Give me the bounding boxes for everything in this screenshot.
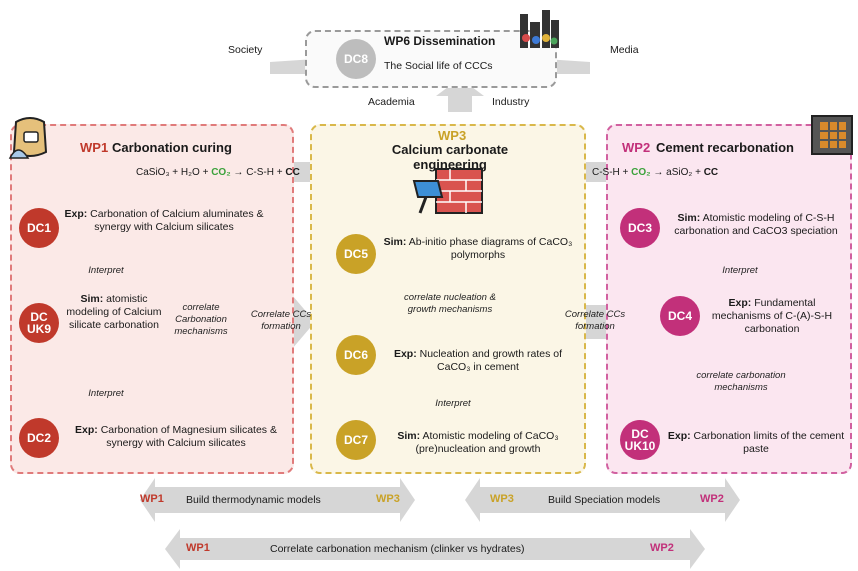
right-cc-label: Correlate CCs formation bbox=[564, 309, 626, 332]
wp6-title: WP6 Dissemination bbox=[384, 34, 496, 48]
dc5-desc: Ab-initio phase diagrams of CaCO₃ polymo… bbox=[408, 236, 573, 261]
dc4-badge: DC4 bbox=[660, 296, 700, 336]
dc3-label: Sim: bbox=[677, 212, 701, 224]
wp1-interpret-1: Interpret bbox=[88, 265, 124, 276]
dc7-label: Sim: bbox=[397, 430, 421, 442]
dc3-badge: DC3 bbox=[620, 208, 660, 248]
society-label: Society bbox=[228, 44, 263, 56]
dc8-badge: DC8 bbox=[336, 39, 376, 79]
bottom3-wp-b: WP2 bbox=[650, 542, 674, 554]
wp1-box bbox=[10, 124, 294, 474]
bottom2-text: Build Speciation models bbox=[548, 494, 661, 506]
bottom3-wp-a: WP1 bbox=[186, 542, 210, 554]
wp1-correlate: correlate Carbonation mechanisms bbox=[174, 302, 228, 337]
dc-uk9-badge: DC UK9 bbox=[19, 303, 59, 343]
dc-uk10-desc: Carbonation limits of the cement paste bbox=[693, 430, 845, 455]
dc3-desc: Atomistic modeling of C-S-H carbonation … bbox=[674, 212, 838, 237]
dc1-label: Exp: bbox=[64, 208, 88, 220]
crowd-icon bbox=[516, 8, 560, 52]
bottom1-wp-b: WP3 bbox=[376, 493, 400, 505]
dc6-desc: Nucleation and growth rates of CaCO₃ in … bbox=[419, 348, 563, 373]
dc6-badge: DC6 bbox=[336, 335, 376, 375]
dc-uk10-badge: DC UK10 bbox=[620, 420, 660, 460]
dc-uk9-badge-1: DC bbox=[30, 310, 48, 324]
dc-uk9-label: Sim: bbox=[80, 293, 104, 305]
dc3-text: Sim: Atomistic modeling of C-S-H carbona… bbox=[664, 212, 848, 238]
bottom2-wp-b: WP2 bbox=[700, 493, 724, 505]
machine-icon bbox=[810, 112, 854, 158]
dc2-text: Exp: Carbonation of Magnesium silicates … bbox=[64, 424, 288, 450]
dc-uk9-text: Sim: atomistic modeling of Calcium silic… bbox=[64, 293, 164, 332]
academia-label: Academia bbox=[368, 96, 415, 108]
dc2-badge: DC2 bbox=[19, 418, 59, 458]
dc-uk10-text: Exp: Carbonation limits of the cement pa… bbox=[664, 430, 848, 456]
wp2-box bbox=[606, 124, 852, 474]
dc7-desc: Atomistic modeling of CaCO₃ (pre)nucleat… bbox=[415, 430, 559, 455]
wp2-id: WP2 bbox=[622, 140, 651, 155]
wp2-title: Cement recarbonation bbox=[656, 140, 794, 155]
bottom1-wp-a: WP1 bbox=[140, 493, 164, 505]
dc4-desc: Fundamental mechanisms of C-(A)-S-H carb… bbox=[711, 297, 833, 335]
dc7-badge: DC7 bbox=[336, 420, 376, 460]
dc5-label: Sim: bbox=[383, 236, 407, 248]
wp1-interpret-2: Interpret bbox=[88, 388, 124, 399]
dc-uk9-badge-2: UK9 bbox=[26, 322, 51, 336]
industry-label: Industry bbox=[492, 96, 530, 108]
dc4-text: Exp: Fundamental mechanisms of C-(A)-S-H… bbox=[700, 297, 844, 336]
wp2-interpret: Interpret bbox=[722, 265, 758, 276]
dc1-badge: DC1 bbox=[19, 208, 59, 248]
dc5-badge: DC5 bbox=[336, 234, 376, 274]
wp3-interpret: Interpret bbox=[435, 398, 471, 409]
wp2-correlate: correlate carbonation mechanisms bbox=[696, 370, 786, 393]
wp3-correlate: correlate nucleation & growth mechanisms bbox=[404, 292, 496, 315]
wp1-title: Carbonation curing bbox=[112, 140, 232, 155]
dc6-label: Exp: bbox=[393, 348, 417, 360]
dc-uk10-badge-1: DC bbox=[631, 427, 649, 441]
dc1-text: Exp: Carbonation of Calcium aluminates &… bbox=[64, 208, 264, 234]
dc-uk10-label: Exp: bbox=[667, 430, 691, 442]
brick-wall-icon bbox=[410, 163, 486, 217]
bottom3-text: Correlate carbonation mechanism (clinker… bbox=[270, 543, 525, 555]
media-label: Media bbox=[610, 44, 639, 56]
dc2-label: Exp: bbox=[75, 424, 98, 436]
wp6-subtitle: The Social life of CCCs bbox=[384, 60, 493, 72]
bottom2-wp-a: WP3 bbox=[490, 493, 514, 505]
dc4-label: Exp: bbox=[728, 297, 752, 309]
bottom-arrow-3 bbox=[165, 529, 705, 569]
bottom-arrow-2 bbox=[465, 478, 740, 522]
bottom1-text: Build thermodynamic models bbox=[186, 494, 321, 506]
dc5-text: Sim: Ab-initio phase diagrams of CaCO₃ p… bbox=[380, 236, 576, 262]
wp3-box bbox=[310, 124, 586, 474]
wp1-equation: CaSiO₃ + H₂O + CO₂ → C-S-H + CC bbox=[136, 167, 300, 178]
dc2-desc: Carbonation of Magnesium silicates & syn… bbox=[100, 424, 277, 449]
wp1-id: WP1 bbox=[80, 140, 109, 155]
cement-bag-icon bbox=[8, 112, 52, 160]
wp3-id: WP3 bbox=[438, 128, 467, 143]
bottom-arrow-1 bbox=[140, 478, 415, 522]
dc-uk9-desc: atomistic modeling of Calcium silicate c… bbox=[66, 293, 162, 331]
dc7-text: Sim: Atomistic modeling of CaCO₃ (pre)nu… bbox=[380, 430, 576, 456]
dc-uk10-badge-2: UK10 bbox=[624, 439, 656, 453]
academia-industry-arrow bbox=[436, 78, 484, 112]
left-cc-label: Correlate CCs formation bbox=[250, 309, 312, 332]
dc1-desc: Carbonation of Calcium aluminates & syne… bbox=[90, 208, 264, 233]
wp2-equation: C-S-H + CO₂ → aSiO₂ + CC bbox=[592, 167, 719, 178]
dc6-text: Exp: Nucleation and growth rates of CaCO… bbox=[380, 348, 576, 374]
